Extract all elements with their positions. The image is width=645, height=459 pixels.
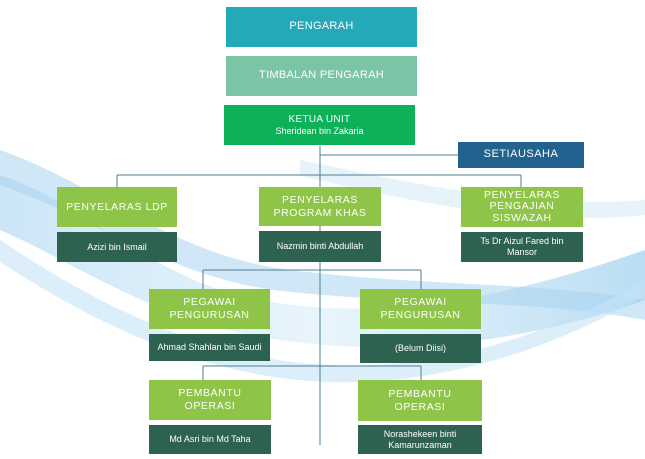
deputy-director-box: TIMBALAN PENGARAH <box>226 56 417 96</box>
management-officer-1-title-line-1: PEGAWAI <box>183 296 236 309</box>
management-officer-2-title-line-1: PEGAWAI <box>394 296 447 309</box>
secretary-box: SETIAUSAHA <box>458 142 584 168</box>
unit-head-box: KETUA UNIT Sheridean bin Zakaria <box>224 105 415 145</box>
management-officer-2-box: PEGAWAI PENGURUSAN <box>360 289 481 329</box>
coordinator-postgraduate-name-line-2: Mansor <box>506 247 537 257</box>
coordinator-postgraduate-box: PENYELARAS PENGAJIAN SISWAZAH <box>461 187 583 227</box>
coordinator-postgraduate-name-line-1: Ts Dr Aizul Fared bin <box>480 236 564 247</box>
unit-head-name: Sheridean bin Zakaria <box>275 125 364 136</box>
coordinator-ldp-name-box: Azizi bin Ismail <box>57 232 177 262</box>
operations-assistant-2-title-line-1: PEMBANTU <box>388 387 452 400</box>
coordinator-ldp-title: PENYELARAS LDP <box>66 200 168 213</box>
secretary-title: SETIAUSAHA <box>483 148 559 161</box>
operations-assistant-2-name-line-1: Norashekeen binti <box>383 428 457 439</box>
operations-assistant-1-name-box: Md Asri bin Md Taha <box>149 425 271 454</box>
operations-assistant-2-title-line-2: OPERASI <box>394 400 446 413</box>
coordinator-special-program-name-box: Nazmin binti Abdullah <box>259 231 381 262</box>
management-officer-1-name: Ahmad Shahlan bin Saudi <box>157 342 262 353</box>
coordinator-postgraduate-name-box: Ts Dr Aizul Fared bin Mansor <box>461 232 583 262</box>
operations-assistant-1-title-line-1: PEMBANTU <box>178 387 242 400</box>
unit-head-title: KETUA UNIT <box>288 113 351 125</box>
coordinator-special-program-name: Nazmin binti Abdullah <box>276 241 364 252</box>
coordinator-postgraduate-title-line-3: SISWAZAH <box>492 211 552 224</box>
coordinator-ldp-box: PENYELARAS LDP <box>57 187 177 227</box>
operations-assistant-1-title-line-2: OPERASI <box>184 400 236 412</box>
operations-assistant-1-box: PEMBANTU OPERASI <box>149 380 271 420</box>
operations-assistant-1-name: Md Asri bin Md Taha <box>169 434 251 445</box>
management-officer-2-name: (Belum Diisi) <box>394 343 446 354</box>
coordinator-special-program-box: PENYELARAS PROGRAM KHAS <box>259 187 381 226</box>
management-officer-2-title-line-2: PENGURUSAN <box>380 309 461 321</box>
deputy-director-title: TIMBALAN PENGARAH <box>259 69 384 82</box>
director-title: PENGARAH <box>289 20 354 33</box>
coordinator-special-program-title-line-1: PENYELARAS <box>281 193 359 206</box>
management-officer-1-box: PEGAWAI PENGURUSAN <box>149 289 270 329</box>
director-box: PENGARAH <box>226 7 417 47</box>
management-officer-1-title-line-2: PENGURUSAN <box>169 309 250 321</box>
operations-assistant-2-name-line-2: Kamarunzaman <box>388 439 452 450</box>
operations-assistant-2-name-box: Norashekeen binti Kamarunzaman <box>358 425 482 454</box>
coordinator-ldp-name: Azizi bin Ismail <box>87 241 147 252</box>
coordinator-postgraduate-title-line-1: PENYELARAS <box>483 188 561 201</box>
operations-assistant-2-box: PEMBANTU OPERASI <box>358 380 482 421</box>
management-officer-1-name-box: Ahmad Shahlan bin Saudi <box>149 334 270 361</box>
coordinator-special-program-title-line-2: PROGRAM KHAS <box>273 206 367 219</box>
coordinator-postgraduate-title-line-2: PENGAJIAN <box>489 200 555 213</box>
management-officer-2-name-box: (Belum Diisi) <box>360 334 481 363</box>
